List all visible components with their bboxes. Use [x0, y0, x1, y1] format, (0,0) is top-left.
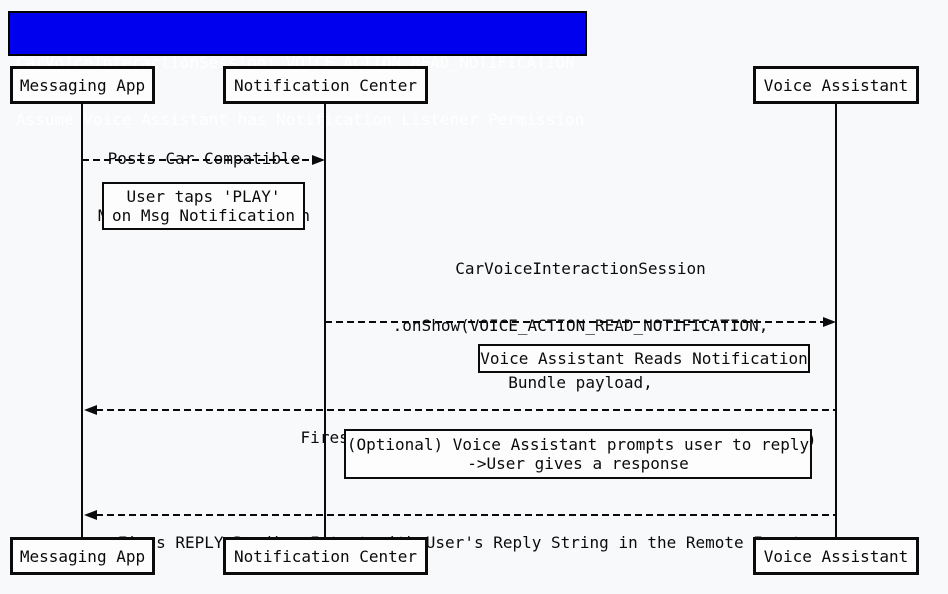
note-va-reads-label: Voice Assistant Reads Notification	[480, 349, 808, 368]
message-reply: Fires REPLY Pending Intent with User's R…	[83, 495, 836, 590]
actor-messaging-app-top: Messaging App	[10, 66, 155, 104]
lifeline-voice-assistant	[835, 104, 837, 537]
actor-messaging-app-bottom: Messaging App	[10, 537, 155, 575]
actor-voice-assistant-label: Voice Assistant	[763, 546, 909, 566]
note-optional-reply-line1: (Optional) Voice Assistant prompts user …	[346, 435, 810, 454]
arrowhead-reply	[84, 510, 97, 520]
note-va-reads: Voice Assistant Reads Notification	[478, 344, 810, 373]
actor-messaging-app-label: Messaging App	[19, 546, 146, 566]
arrow-posts-notification	[82, 159, 313, 161]
arrow-reply	[96, 514, 836, 516]
actor-notification-center-top: Notification Center	[223, 66, 428, 104]
arrowhead-on-show	[823, 317, 836, 327]
actor-messaging-app-label: Messaging App	[19, 75, 146, 95]
message-on-show-line2: .onShow(VOICE_ACTION_READ_NOTIFICATION,	[392, 316, 769, 335]
arrow-mark-as-read	[96, 409, 836, 411]
message-on-show-line3: Bundle payload,	[508, 373, 653, 392]
actor-notification-center-bottom: Notification Center	[223, 537, 428, 575]
message-posts-notification-line1: Posts Car Compatible	[83, 149, 325, 168]
actor-notification-center-label: Notification Center	[233, 75, 418, 95]
note-optional-reply-line2: ->User gives a response	[467, 454, 689, 473]
actor-voice-assistant-bottom: Voice Assistant	[753, 537, 919, 575]
note-user-taps-play-line2: on Msg Notification	[111, 206, 296, 225]
actor-voice-assistant-top: Voice Assistant	[753, 66, 919, 104]
message-on-show-line1: CarVoiceInteractionSession	[455, 259, 706, 278]
lifeline-messaging-app	[81, 104, 83, 537]
note-user-taps-play-line1: User taps 'PLAY'	[126, 187, 281, 206]
message-reply-label: Fires REPLY Pending Intent with User's R…	[117, 533, 802, 552]
diagram-title-line2: Assume Voice Assistant has Notification …	[16, 110, 585, 129]
arrowhead-mark-as-read	[84, 405, 97, 415]
diagram-title: CarVoiceInteractionSession: VOICE_ACTION…	[8, 11, 587, 129]
actor-notification-center-label: Notification Center	[233, 546, 418, 566]
actor-voice-assistant-label: Voice Assistant	[763, 75, 909, 95]
note-optional-reply: (Optional) Voice Assistant prompts user …	[344, 429, 812, 479]
note-user-taps-play: User taps 'PLAY' on Msg Notification	[102, 182, 305, 230]
arrowhead-posts-notification	[312, 155, 325, 165]
arrow-on-show	[325, 321, 823, 323]
lifeline-notification-center	[324, 104, 326, 537]
